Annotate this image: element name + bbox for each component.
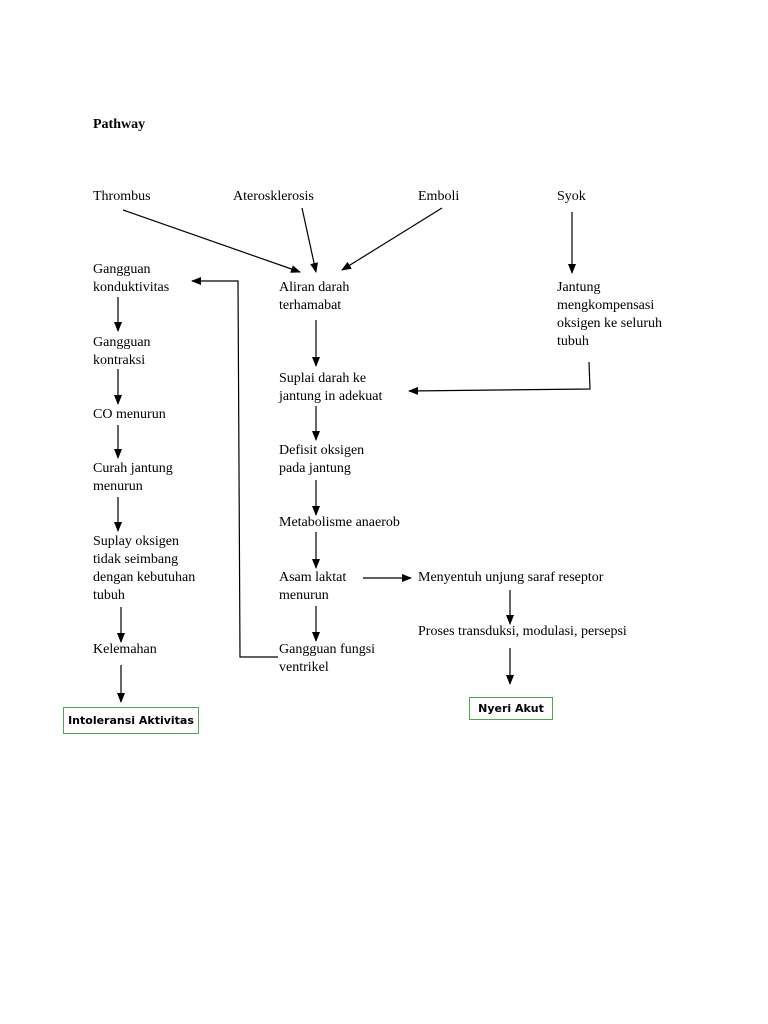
node-gangguan-fungsi: Gangguan fungsi ventrikel: [279, 642, 376, 675]
node-emboli: Emboli: [418, 189, 460, 204]
node-defisit-oksigen: Defisit oksigen pada jantung: [279, 443, 365, 476]
arrow-jantung-to-suplai: [408, 361, 591, 395]
node-aliran-darah: Aliran darah terhamabat: [279, 280, 350, 313]
node-menyentuh-reseptor: Menyentuh unjung saraf reseptor: [418, 570, 604, 585]
arrow-thrombus-to-aliran: [122, 209, 301, 273]
outcome-nyeri-akut: Nyeri Akut: [469, 697, 553, 720]
node-syok: Syok: [557, 189, 586, 204]
arrow-emboli-to-aliran: [341, 207, 443, 271]
outcome-intoleransi-aktivitas: Intoleransi Aktivitas: [63, 707, 199, 734]
node-suplay-oksigen: Suplay oksigen tidak seimbang dengan keb…: [93, 534, 196, 603]
node-proses-transduksi: Proses transduksi, modulasi, persepsi: [418, 624, 627, 639]
node-aterosklerosis: Aterosklerosis: [233, 189, 314, 204]
arrow-gangguan-fungsi-to-konduktivitas: [191, 277, 278, 658]
node-asam-laktat: Asam laktat menurun: [279, 570, 347, 603]
node-co-menurun: CO menurun: [93, 407, 166, 422]
node-thrombus: Thrombus: [93, 189, 151, 204]
node-curah-jantung: Curah jantung menurun: [93, 461, 173, 494]
node-jantung-mengkompensasi: Jantung mengkompensasi oksigen ke seluru…: [557, 280, 662, 349]
node-metabolisme: Metabolisme anaerob: [279, 515, 400, 530]
node-gangguan-konduktivitas: Gangguan konduktivitas: [93, 262, 170, 295]
diagram-title: Pathway: [93, 117, 146, 132]
outcome-intoleransi-label: Intoleransi Aktivitas: [68, 714, 194, 727]
node-gangguan-kontraksi: Gangguan kontraksi: [93, 335, 151, 368]
outcome-nyeri-label: Nyeri Akut: [478, 702, 544, 715]
node-suplai-darah: Suplai darah ke jantung in adekuat: [279, 371, 383, 404]
arrow-aterosklerosis-to-aliran: [301, 207, 318, 273]
node-kelemahan: Kelemahan: [93, 642, 157, 657]
